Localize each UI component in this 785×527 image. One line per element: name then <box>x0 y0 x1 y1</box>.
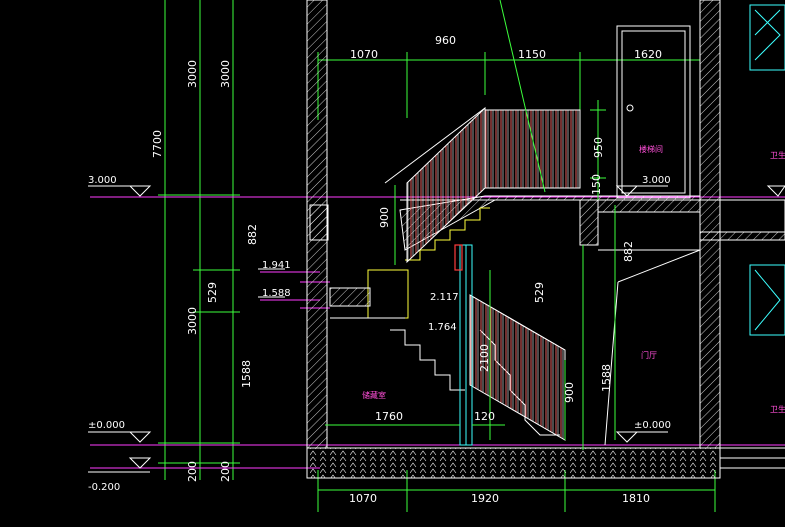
room-labels: 楼梯间 储藏室 门厅 卫生 卫生 <box>362 144 785 414</box>
dim-v-900-b: 900 <box>563 382 576 403</box>
dim-left-200-a: 200 <box>186 461 199 482</box>
dim-left-200-b: 200 <box>219 461 232 482</box>
level-3000-left: 3.000 <box>88 175 117 186</box>
dim-left-7700: 7700 <box>151 130 164 158</box>
lower-doorway <box>582 245 701 450</box>
dim-bottom-1070: 1070 <box>349 492 377 505</box>
room-stair-lower: 储藏室 <box>362 390 386 400</box>
dim-v-529-b: 529 <box>533 282 546 303</box>
dimension-labels: 1070 960 1150 1620 3000 3000 7700 882 52… <box>151 34 662 505</box>
dim-left-3000-c: 3000 <box>186 307 199 335</box>
walls <box>306 0 785 449</box>
upper-stair-flight <box>384 106 581 264</box>
dim-v-2100: 2100 <box>478 344 491 372</box>
inner-dimension-lines <box>325 0 616 440</box>
dim-v-900-a: 900 <box>378 207 391 228</box>
dim-top-1150: 1150 <box>518 48 546 61</box>
dim-h-1760: 1760 <box>375 410 403 423</box>
level-1941: 1.941 <box>262 260 291 271</box>
room-door: 门厅 <box>641 350 657 360</box>
dim-left-3000-b: 3000 <box>219 60 232 88</box>
dim-top-960: 960 <box>435 34 456 47</box>
dim-v-882-b: 882 <box>622 241 635 262</box>
dim-v-950: 950 <box>592 137 605 158</box>
room-edge-upper: 卫生 <box>770 150 785 160</box>
room-edge-lower: 卫生 <box>770 404 785 414</box>
level-000-right: ±0.000 <box>634 420 671 431</box>
red-marker <box>454 244 463 271</box>
dim-bottom-1920: 1920 <box>471 492 499 505</box>
glazing-column <box>459 4 785 446</box>
dim-v-1588-b: 1588 <box>600 364 613 392</box>
dim-left-3000-a: 3000 <box>186 60 199 88</box>
level-000-left: ±0.000 <box>88 420 125 431</box>
level-neg200: -0.200 <box>88 482 120 493</box>
dim-left-1588: 1588 <box>240 360 253 388</box>
dim-top-1070: 1070 <box>350 48 378 61</box>
dim-bottom-1810: 1810 <box>622 492 650 505</box>
dim-left-882: 882 <box>246 224 259 245</box>
level-1764: 1.764 <box>428 322 457 333</box>
dim-top-1620: 1620 <box>634 48 662 61</box>
dim-h-120: 120 <box>474 410 495 423</box>
level-1588: 1.588 <box>262 288 291 299</box>
dim-left-529: 529 <box>206 282 219 303</box>
level-3000-right: 3.000 <box>642 175 671 186</box>
upper-door <box>616 25 691 199</box>
level-labels: 3.000 3.000 1.941 1.588 2.117 1.764 ±0.0… <box>88 175 671 493</box>
landing-beam <box>329 269 409 319</box>
dim-v-150: 150 <box>590 174 603 195</box>
left-dimension-chain <box>158 0 240 480</box>
level-2117: 2.117 <box>430 292 459 303</box>
ground-slab <box>306 447 785 479</box>
room-upper-right: 楼梯间 <box>639 144 663 154</box>
